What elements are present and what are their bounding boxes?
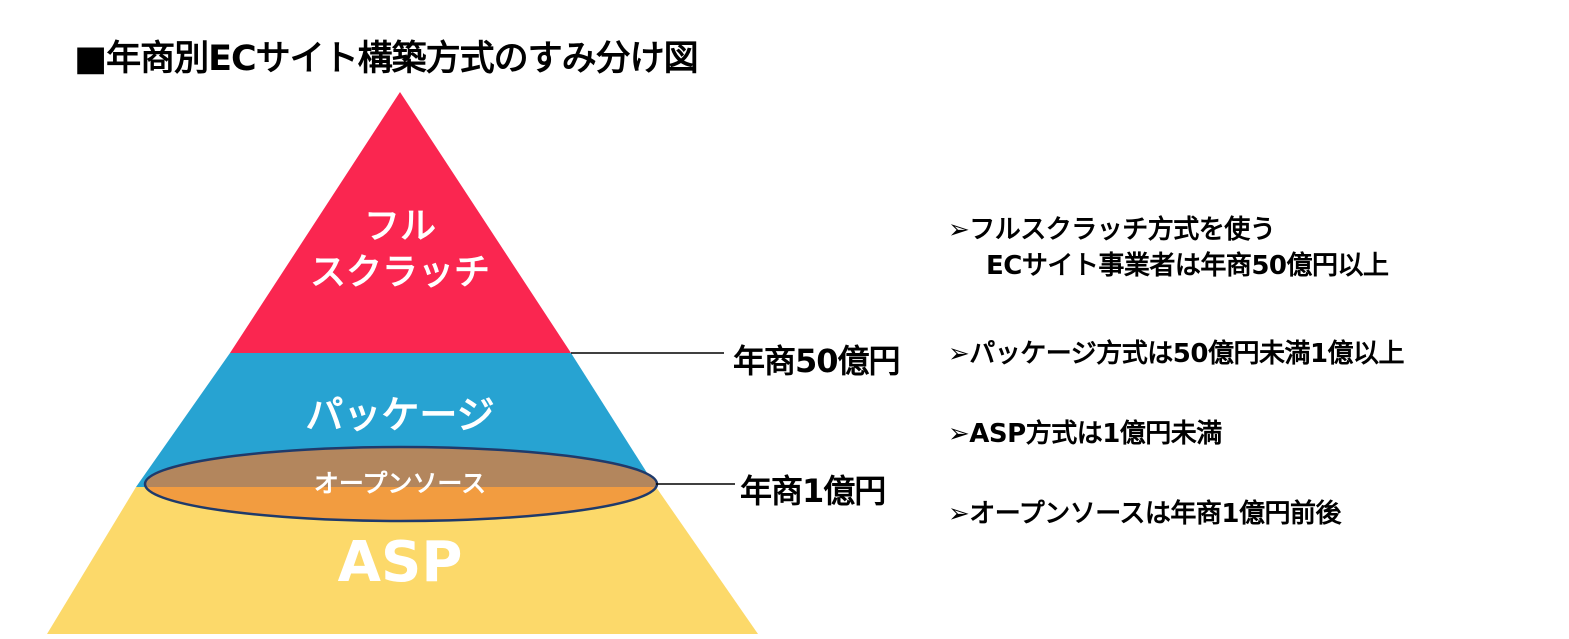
note-open-source: ➢オープンソースは年商1億円前後 xyxy=(948,496,1342,532)
note-full-scratch-line1: ➢フルスクラッチ方式を使う xyxy=(948,215,1276,245)
note-asp-line1: ➢ASP方式は1億円未満 xyxy=(948,419,1222,449)
package-label: パッケージ xyxy=(305,393,494,437)
asp-label: ASP xyxy=(338,530,463,595)
open-source-label: オープンソース xyxy=(314,469,486,498)
note-asp: ➢ASP方式は1億円未満 xyxy=(948,416,1222,452)
full-scratch-label-line2: スクラッチ xyxy=(310,252,490,293)
lower-threshold-label: 年商1億円 xyxy=(740,472,886,510)
note-package: ➢パッケージ方式は50億円未満1億以上 xyxy=(948,336,1405,372)
note-package-line1: ➢パッケージ方式は50億円未満1億以上 xyxy=(948,339,1405,369)
open-source-ellipse-bottom xyxy=(145,487,657,521)
open-source-ellipse-top xyxy=(145,447,657,487)
note-open-source-line1: ➢オープンソースは年商1億円前後 xyxy=(948,499,1342,529)
note-full-scratch: ➢フルスクラッチ方式を使う ECサイト事業者は年商50億円以上 xyxy=(948,212,1389,284)
page-title: ■年商別ECサイト構築方式のすみ分け図 xyxy=(74,39,699,79)
note-full-scratch-line2: ECサイト事業者は年商50億円以上 xyxy=(986,251,1389,281)
upper-threshold-label: 年商50億円 xyxy=(733,342,901,380)
full-scratch-layer xyxy=(230,92,571,353)
asp-layer xyxy=(47,487,758,634)
full-scratch-label-line1: フル xyxy=(364,206,436,247)
